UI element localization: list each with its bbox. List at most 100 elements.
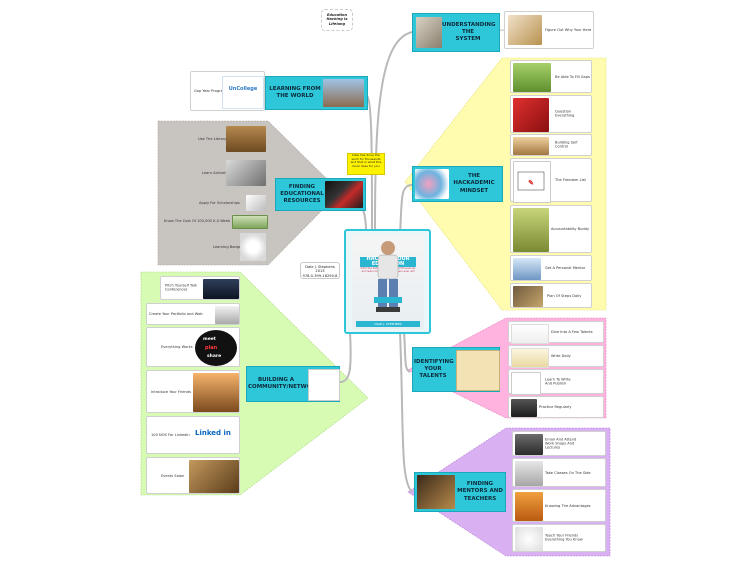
workshops-image — [515, 434, 543, 455]
sub-create-portfolio[interactable]: Create Your Portfolio and Web — [146, 303, 240, 325]
publish-label: Learn To Write And Publish — [545, 377, 571, 386]
author-info-line-1: Dale J. Stephens — [305, 265, 335, 269]
mentors-label-3: TEACHERS — [463, 495, 497, 502]
finding-label-2: EDUCATIONAL — [280, 190, 324, 197]
scholarships-image — [246, 195, 266, 211]
understanding-label-3: SYSTEM — [455, 36, 481, 43]
sub-question-everything[interactable]: Question Everything — [510, 95, 592, 133]
sub-figure-out-why[interactable]: Figure Out Why Your Here — [504, 11, 594, 49]
callout-line-4: book does for you — [352, 163, 380, 168]
buddy-image — [513, 208, 549, 252]
topic-finding-mentors[interactable]: FINDING MENTORS AND TEACHERS — [414, 472, 506, 512]
learning-image — [323, 79, 364, 107]
sub-personal-mentor[interactable]: Get A Personal Mentor — [510, 255, 592, 281]
sub-write-daily[interactable]: Write Daily — [508, 345, 604, 368]
wordplay-share: share — [207, 354, 222, 359]
objection-image — [513, 98, 549, 132]
mentor-image — [513, 258, 541, 280]
sub-freedom-list[interactable]: ✎ The Freedom List — [510, 158, 592, 203]
uncollege-logo: UnCollege — [222, 76, 264, 109]
sub-self-control[interactable]: Building Self Control — [510, 134, 592, 156]
salon-image — [189, 460, 239, 493]
sub-fill-gaps[interactable]: Be Able To Fill Gaps — [510, 60, 592, 93]
mentors-image — [417, 475, 455, 509]
sub-plan-of-steps[interactable]: Plan Of Steps Daily — [510, 283, 592, 308]
gap-year-label: Gap Year Program — [194, 88, 227, 93]
finding-image — [325, 181, 363, 208]
talents-label-2: YOUR TALENTS — [419, 365, 447, 380]
introduce-image — [193, 373, 239, 412]
topic-learning-from-the-world[interactable]: LEARNING FROM THE WORLD — [265, 76, 368, 110]
understanding-image — [416, 17, 442, 48]
sub-dive-into-talents[interactable]: Dive Into A Few Talents — [508, 321, 604, 344]
finding-label-1: FINDING — [288, 183, 316, 190]
meet-plan-share-image: meet plan share — [195, 330, 237, 366]
sub-learning-badges[interactable]: Learning Badges — [188, 232, 268, 262]
dive-label: Dive Into A Few Talents — [551, 329, 593, 334]
badges-image — [240, 233, 266, 261]
self-control-image — [513, 137, 549, 155]
hackademic-image — [415, 169, 449, 199]
sub-teach-friends[interactable]: Teach Your Friends Everything You Know — [512, 524, 606, 552]
sub-introduce-friends[interactable]: Introduce Your Friends — [146, 370, 240, 413]
callout-note: Dale has done the work for thousands and… — [347, 153, 385, 175]
know-cost-label: Know The Cost Of 100,000 K A Week — [164, 218, 231, 223]
author-info-note: Dale J. Stephens 2013 978-0-399-16290-8 — [300, 262, 340, 279]
learning-label-2: THE WORLD — [276, 93, 314, 99]
svg-text:✎: ✎ — [528, 179, 534, 187]
learn-sticky-icon: ✎ — [517, 171, 545, 191]
sub-learn-actively[interactable]: Learn Actively — [188, 158, 268, 188]
topic-building-network[interactable]: BUILDING A COMMUNITY/NETWORK — [246, 366, 340, 402]
wordplay-meet: meet — [203, 337, 216, 342]
sub-workshops-lectures[interactable]: Email And Attend Work Shops And Lectures — [512, 431, 606, 456]
sub-know-the-cost[interactable]: Know The Cost Of 100,000 K A Week — [160, 213, 268, 229]
topic-hackademic-mindset[interactable]: THE HACKADEMIC MINDSET — [412, 166, 503, 202]
sub-gap-year[interactable]: Gap Year Program UnCollege — [190, 71, 265, 111]
topic-finding-educational-resources[interactable]: FINDING EDUCATIONAL RESOURCES — [275, 178, 366, 211]
author-info-line-3: 978-0-399-16290-8 — [302, 273, 338, 278]
portfolio-label: Create Your Portfolio and Web — [149, 311, 203, 316]
sub-everything-works[interactable]: Everything Works meet plan share — [146, 327, 240, 367]
finding-label-3: RESOURCES — [283, 198, 321, 205]
root-note-line-1: Education — [326, 13, 348, 17]
network-label-2: COMMUNITY/NETWORK — [248, 384, 320, 390]
classes-image — [515, 461, 543, 486]
linkedin-text: Linked in — [195, 429, 231, 437]
hackademic-label-2: MINDSET — [459, 187, 489, 194]
mentors-label-2: MENTORS AND — [457, 488, 503, 495]
freedom-list-image: ✎ — [513, 161, 551, 203]
sub-practice-regularly[interactable]: Practice Regularly — [508, 396, 604, 418]
callout-line-3: and that is what this — [350, 160, 382, 165]
sub-apply-scholarships[interactable]: Apply For Scholarships — [188, 191, 268, 215]
badges-label: Learning Badges — [213, 244, 244, 249]
sub-pitch-yourself[interactable]: Pitch Yourself Talk Conferences — [160, 276, 240, 300]
topic-understanding-the-system[interactable]: UNDERSTANDING THE SYSTEM — [412, 13, 500, 52]
sub-learn-to-publish[interactable]: Learn To Write And Publish — [508, 369, 604, 395]
sub-accountability-buddy[interactable]: Accountability Buddy — [510, 205, 592, 253]
pitch-label: Pitch Yourself Talk Conferences — [165, 283, 197, 292]
sub-classes-on-side[interactable]: Take Classes On The Side — [512, 458, 606, 487]
wordplay-plan: plan — [205, 345, 218, 351]
advantages-label: Knowing The Advantages — [545, 503, 591, 508]
topic-identifying-talents[interactable]: IDENTIFYING YOUR TALENTS — [412, 347, 500, 392]
mentors-label-1: FINDING — [466, 481, 494, 488]
self-control-label: Building Self Control — [555, 140, 578, 149]
callout-line-1: Dale has done the — [352, 153, 380, 157]
write-daily-label: Write Daily — [551, 353, 571, 358]
freedom-list-label: The Freedom List — [555, 177, 586, 182]
talents-label-1: IDENTIFYING — [414, 358, 454, 365]
hackademic-label-1: THE HACKADEMIC — [453, 173, 495, 187]
central-book-node[interactable]: HACKING YOUR EDUCATION ditch the lecture… — [344, 229, 431, 334]
book-cover: HACKING YOUR EDUCATION ditch the lecture… — [352, 235, 424, 329]
sub-use-library[interactable]: Use The Library — [188, 124, 268, 154]
scholarships-label: Apply For Scholarships — [199, 200, 240, 205]
money-image — [232, 215, 268, 229]
sub-linkedin[interactable]: 100 NOS For Linkedin Linked in — [146, 416, 240, 454]
buddy-label: Accountability Buddy — [551, 226, 590, 231]
sub-events-salon[interactable]: Events Salon — [146, 457, 240, 494]
learning-label-1: LEARNING FROM — [269, 85, 321, 92]
library-label: Use The Library — [198, 136, 227, 141]
sub-knowing-advantages[interactable]: Knowing The Advantages — [512, 489, 606, 522]
events-label: Events Salon — [161, 473, 185, 478]
